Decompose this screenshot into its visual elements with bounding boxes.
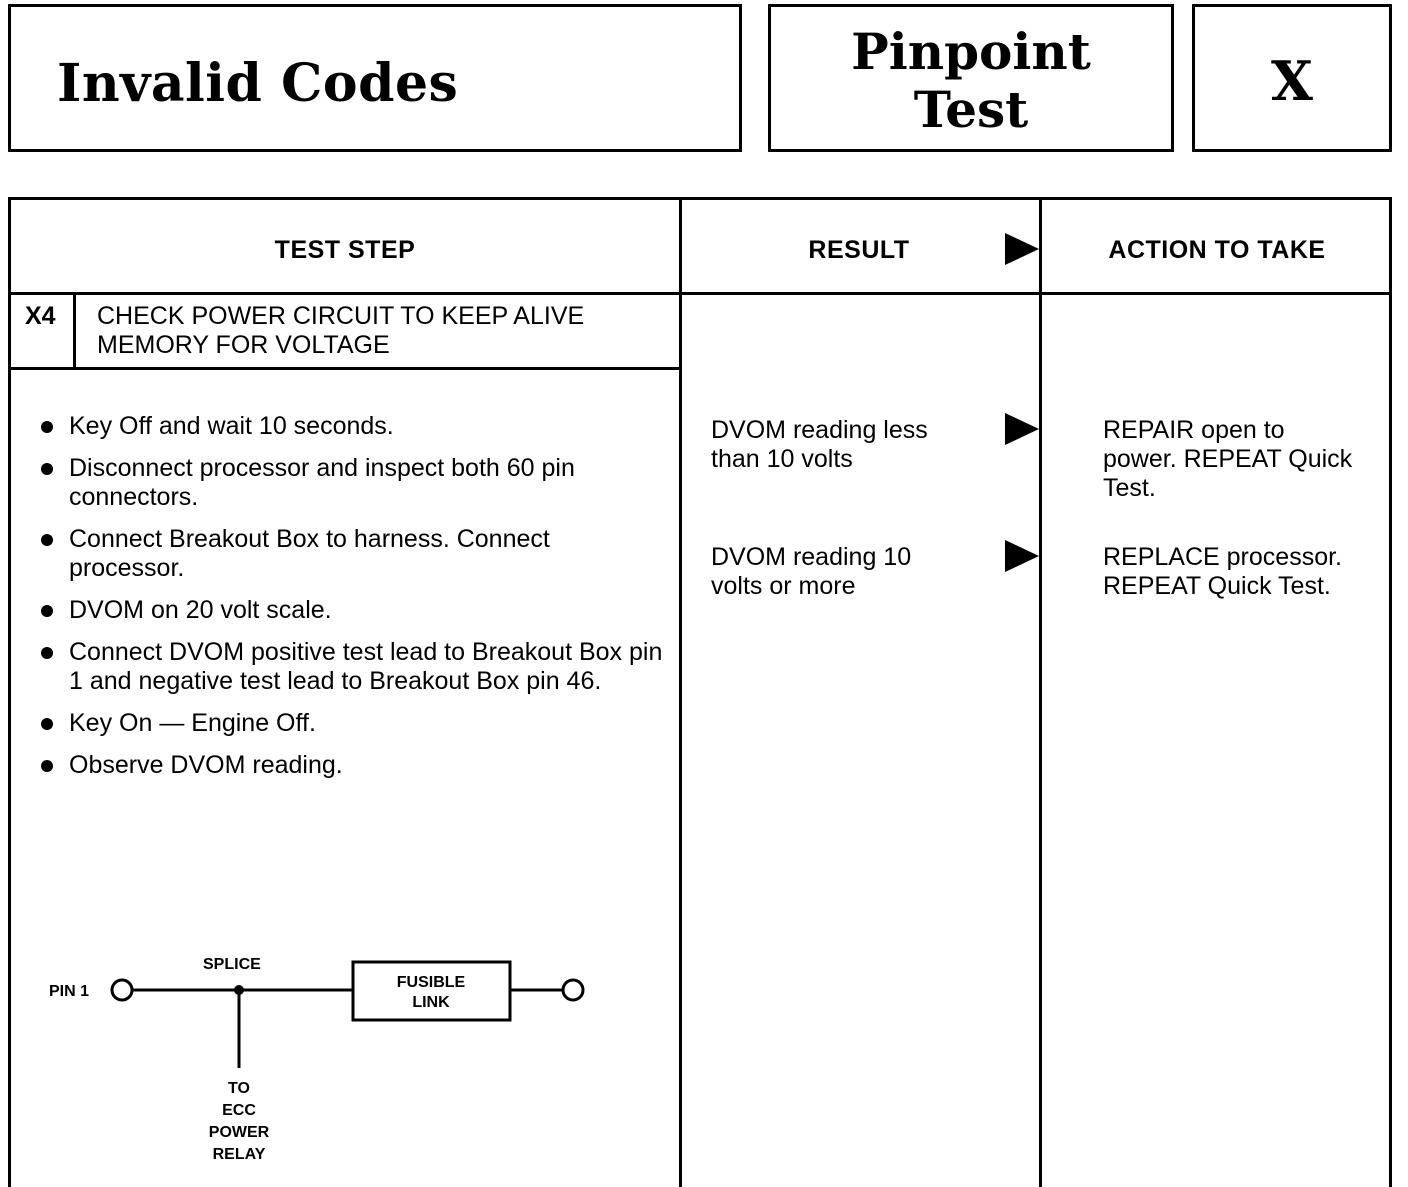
pin-1-terminal-icon (110, 978, 134, 1002)
action-line: power. REPEAT Quick (1103, 445, 1353, 473)
action-line: REPAIR open to (1103, 416, 1285, 444)
step-title-line: CHECK POWER CIRCUIT TO KEEP ALIVE (97, 302, 585, 330)
column-header-result: RESULT (808, 236, 910, 264)
step-id-divider (73, 292, 76, 367)
bullet-icon (41, 534, 53, 546)
step-title-line: MEMORY FOR VOLTAGE (97, 331, 390, 359)
list-item: Observe DVOM reading. (37, 751, 667, 780)
fusible-link-label: FUSIBLE (397, 974, 466, 991)
section-letter: X (1271, 49, 1313, 113)
result-arrow-icon (1005, 540, 1039, 572)
circuit-diagram: PIN 1 SPLICE FUSIBLE LINK TO ECC POWER R… (49, 956, 585, 1163)
result-text: DVOM reading less than 10 volts (711, 416, 928, 474)
step-instructions: Key Off and wait 10 seconds. Disconnect … (37, 412, 667, 793)
fusible-link-box (351, 960, 512, 1022)
result-arrow-icon (1005, 413, 1039, 445)
test-type-line1: Pinpoint (851, 22, 1091, 81)
step-title: CHECK POWER CIRCUIT TO KEEP ALIVE MEMORY… (97, 302, 667, 360)
step-title-divider (11, 367, 679, 370)
title-box: Invalid Codes (8, 4, 742, 152)
bullet-icon (41, 647, 53, 659)
result-line: DVOM reading 10 (711, 543, 912, 571)
list-item: Key Off and wait 10 seconds. (37, 412, 667, 441)
bullet-icon (41, 421, 53, 433)
result-line: DVOM reading less (711, 416, 928, 444)
header-row-divider (11, 292, 1389, 295)
action-line: REPLACE processor. (1103, 543, 1342, 571)
action-text: REPAIR open to power. REPEAT Quick Test. (1103, 416, 1352, 503)
relay-label: RELAY (213, 1146, 266, 1163)
bullet-icon (41, 463, 53, 475)
test-type-label: Pinpoint Test (771, 23, 1171, 139)
splice-point-icon (234, 985, 244, 995)
instruction-text: Connect Breakout Box to harness. Connect… (69, 525, 550, 582)
test-type-line2: Test (913, 80, 1029, 139)
list-item: DVOM on 20 volt scale. (37, 596, 667, 625)
section-letter-box: X (1192, 4, 1392, 152)
test-table: TEST STEP RESULT ACTION TO TAKE X4 CHECK… (8, 197, 1392, 1187)
instruction-text: Observe DVOM reading. (69, 751, 343, 779)
relay-label: ECC (222, 1102, 256, 1119)
list-item: Connect DVOM positive test lead to Break… (37, 638, 667, 696)
terminal-icon (561, 978, 585, 1002)
bullet-icon (41, 605, 53, 617)
list-item: Key On — Engine Off. (37, 709, 667, 738)
bullet-icon (41, 760, 53, 772)
column-divider-2 (1039, 200, 1042, 1187)
action-line: Test. (1103, 474, 1156, 502)
result-line: volts or more (711, 572, 856, 600)
test-type-box: Pinpoint Test (768, 4, 1174, 152)
instruction-text: Key On — Engine Off. (69, 709, 316, 737)
step-id: X4 (25, 302, 56, 330)
page-title: Invalid Codes (57, 53, 459, 114)
instruction-text: Key Off and wait 10 seconds. (69, 412, 394, 440)
fusible-link-label: LINK (412, 994, 450, 1011)
action-text: REPLACE processor. REPEAT Quick Test. (1103, 543, 1342, 601)
column-header-action: ACTION TO TAKE (1108, 236, 1326, 264)
column-divider-1 (679, 200, 682, 1187)
list-item: Disconnect processor and inspect both 60… (37, 454, 667, 512)
action-line: REPEAT Quick Test. (1103, 572, 1331, 600)
column-header-test-step: TEST STEP (274, 236, 416, 264)
relay-label: TO (228, 1080, 250, 1097)
relay-label: POWER (209, 1124, 270, 1141)
result-line: than 10 volts (711, 445, 853, 473)
bullet-icon (41, 718, 53, 730)
result-text: DVOM reading 10 volts or more (711, 543, 911, 601)
instruction-text: Disconnect processor and inspect both 60… (69, 454, 575, 511)
header-arrow-icon (1005, 233, 1039, 265)
list-item: Connect Breakout Box to harness. Connect… (37, 525, 667, 583)
splice-label: SPLICE (203, 956, 261, 973)
instruction-text: DVOM on 20 volt scale. (69, 596, 332, 624)
pin-label: PIN 1 (49, 983, 89, 1000)
instruction-text: Connect DVOM positive test lead to Break… (69, 638, 663, 695)
